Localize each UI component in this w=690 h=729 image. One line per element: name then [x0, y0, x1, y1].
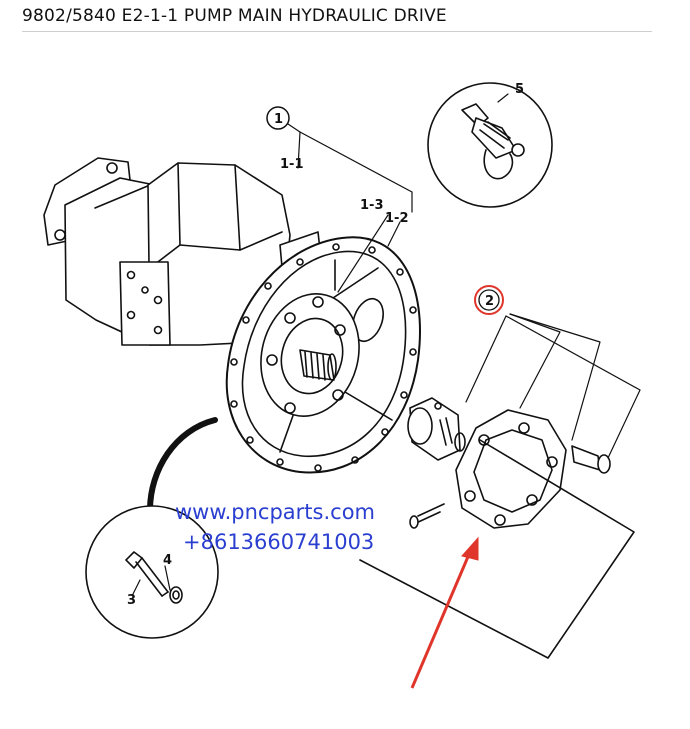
callout-5: 5 — [515, 82, 524, 97]
callout-2: 2 — [485, 294, 494, 309]
highlight-arrow — [410, 536, 479, 689]
callout-1: 1 — [274, 112, 283, 127]
inset-part-5 — [427, 82, 553, 208]
page-title: 9802/5840 E2-1-1 PUMP MAIN HYDRAULIC DRI… — [22, 6, 447, 26]
watermark-url: www.pncparts.com — [175, 500, 375, 524]
coupling-assembly — [359, 397, 635, 659]
callout-1-3: 1-3 — [360, 198, 384, 213]
callout-1-2: 1-2 — [385, 211, 409, 226]
watermark-phone: +8613660741003 — [183, 530, 375, 554]
callout-1-1: 1-1 — [280, 157, 304, 172]
leader-lines — [132, 93, 641, 595]
callout-4: 4 — [163, 553, 172, 568]
callout-3: 3 — [127, 593, 136, 608]
drive-flange-plate — [225, 236, 421, 474]
inset-parts-3-4 — [85, 505, 219, 639]
title-divider — [22, 31, 652, 32]
